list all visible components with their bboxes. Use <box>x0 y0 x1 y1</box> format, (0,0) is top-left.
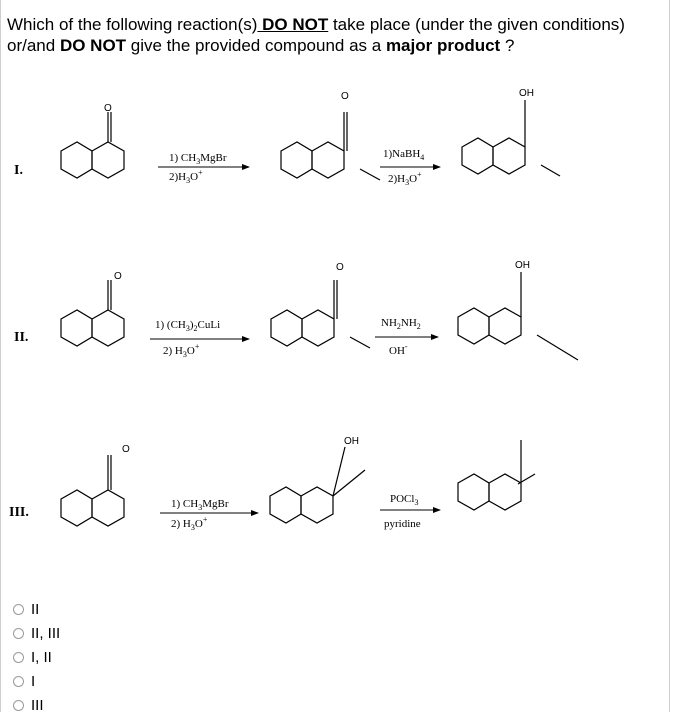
reaction-label-III: III. <box>9 505 29 520</box>
question-text-part: ? <box>500 36 515 55</box>
molecule-III-intermediate: OH <box>269 436 366 524</box>
hydroxyl-label: OH <box>519 88 534 99</box>
oxygen-label: O <box>341 91 349 102</box>
molecule-I-intermediate: O <box>280 91 381 181</box>
question-text: Which of the following reaction(s) DO NO… <box>7 14 667 56</box>
hydroxyl-label: OH <box>344 436 359 447</box>
molecule-II-start: O <box>60 271 125 347</box>
reagent-I-step1-line2: 2)H3O+ <box>169 168 203 185</box>
question-text-part: take place (under the given conditions) … <box>7 15 625 55</box>
question-emphasis-do-not-2: DO NOT <box>59 36 127 55</box>
molecule-III-start: O <box>60 444 130 527</box>
reagent-I-step2-line2: 2)H3O+ <box>388 170 422 187</box>
molecule-I-start: O <box>60 103 125 179</box>
oxygen-label: O <box>122 444 130 455</box>
reagent-III-step1-line1: 1) CH3MgBr <box>171 498 229 512</box>
reaction-label-I: I. <box>14 163 23 178</box>
radio-button[interactable] <box>13 603 24 615</box>
reagent-II-step2-line1: NH2NH2 <box>381 317 421 331</box>
reagent-II-step2-line2: OH- <box>389 342 408 357</box>
radio-button[interactable] <box>13 627 24 639</box>
molecule-II-product: OH <box>457 260 579 361</box>
reagent-I-step2-line1: 1)NaBH4 <box>383 148 424 162</box>
radio-button[interactable] <box>13 675 24 687</box>
answer-options: II II, III I, II I III <box>13 597 60 717</box>
oxygen-label: O <box>104 103 112 114</box>
option-iii[interactable]: III <box>13 693 60 717</box>
option-ii-iii[interactable]: II, III <box>13 621 60 645</box>
oxygen-label: O <box>114 271 122 282</box>
radio-button[interactable] <box>13 651 24 663</box>
option-label: I <box>31 672 36 690</box>
option-label: I, II <box>31 648 52 666</box>
reagent-II-step1-line2: 2) H3O+ <box>163 342 200 359</box>
reagent-I-step1-line1: 1) CH3MgBr <box>169 152 227 166</box>
reagent-III-step2-line2: pyridine <box>384 518 421 530</box>
question-emphasis-do-not: DO NOT <box>257 15 329 34</box>
question-text-part: give the provided compound as a <box>126 36 386 55</box>
option-i-ii[interactable]: I, II <box>13 645 60 669</box>
reaction-label-II: II. <box>14 330 28 345</box>
option-label: II <box>31 600 40 618</box>
molecule-III-product <box>457 440 536 511</box>
reagent-II-step1-line1: 1) (CH3)2CuLi <box>155 319 220 333</box>
reagent-III-step1-line2: 2) H3O+ <box>171 515 208 532</box>
molecule-I-product: OH <box>461 88 561 177</box>
molecule-II-intermediate: O <box>270 262 371 349</box>
oxygen-label: O <box>336 262 344 273</box>
option-label: II, III <box>31 624 61 642</box>
reaction-scheme: I. O 1) CH3MgBr 2)H3O+ O 1)NaBH4 2)H3O+ … <box>9 88 579 532</box>
question-emphasis-major-product: major product <box>385 36 501 55</box>
option-i[interactable]: I <box>13 669 60 693</box>
question-text-part: Which of the following reaction(s) <box>7 15 258 34</box>
reagent-III-step2-line1: POCl3 <box>390 493 418 507</box>
hydroxyl-label: OH <box>515 260 530 271</box>
radio-button[interactable] <box>13 699 24 711</box>
option-ii[interactable]: II <box>13 597 60 621</box>
option-label: III <box>31 696 44 714</box>
